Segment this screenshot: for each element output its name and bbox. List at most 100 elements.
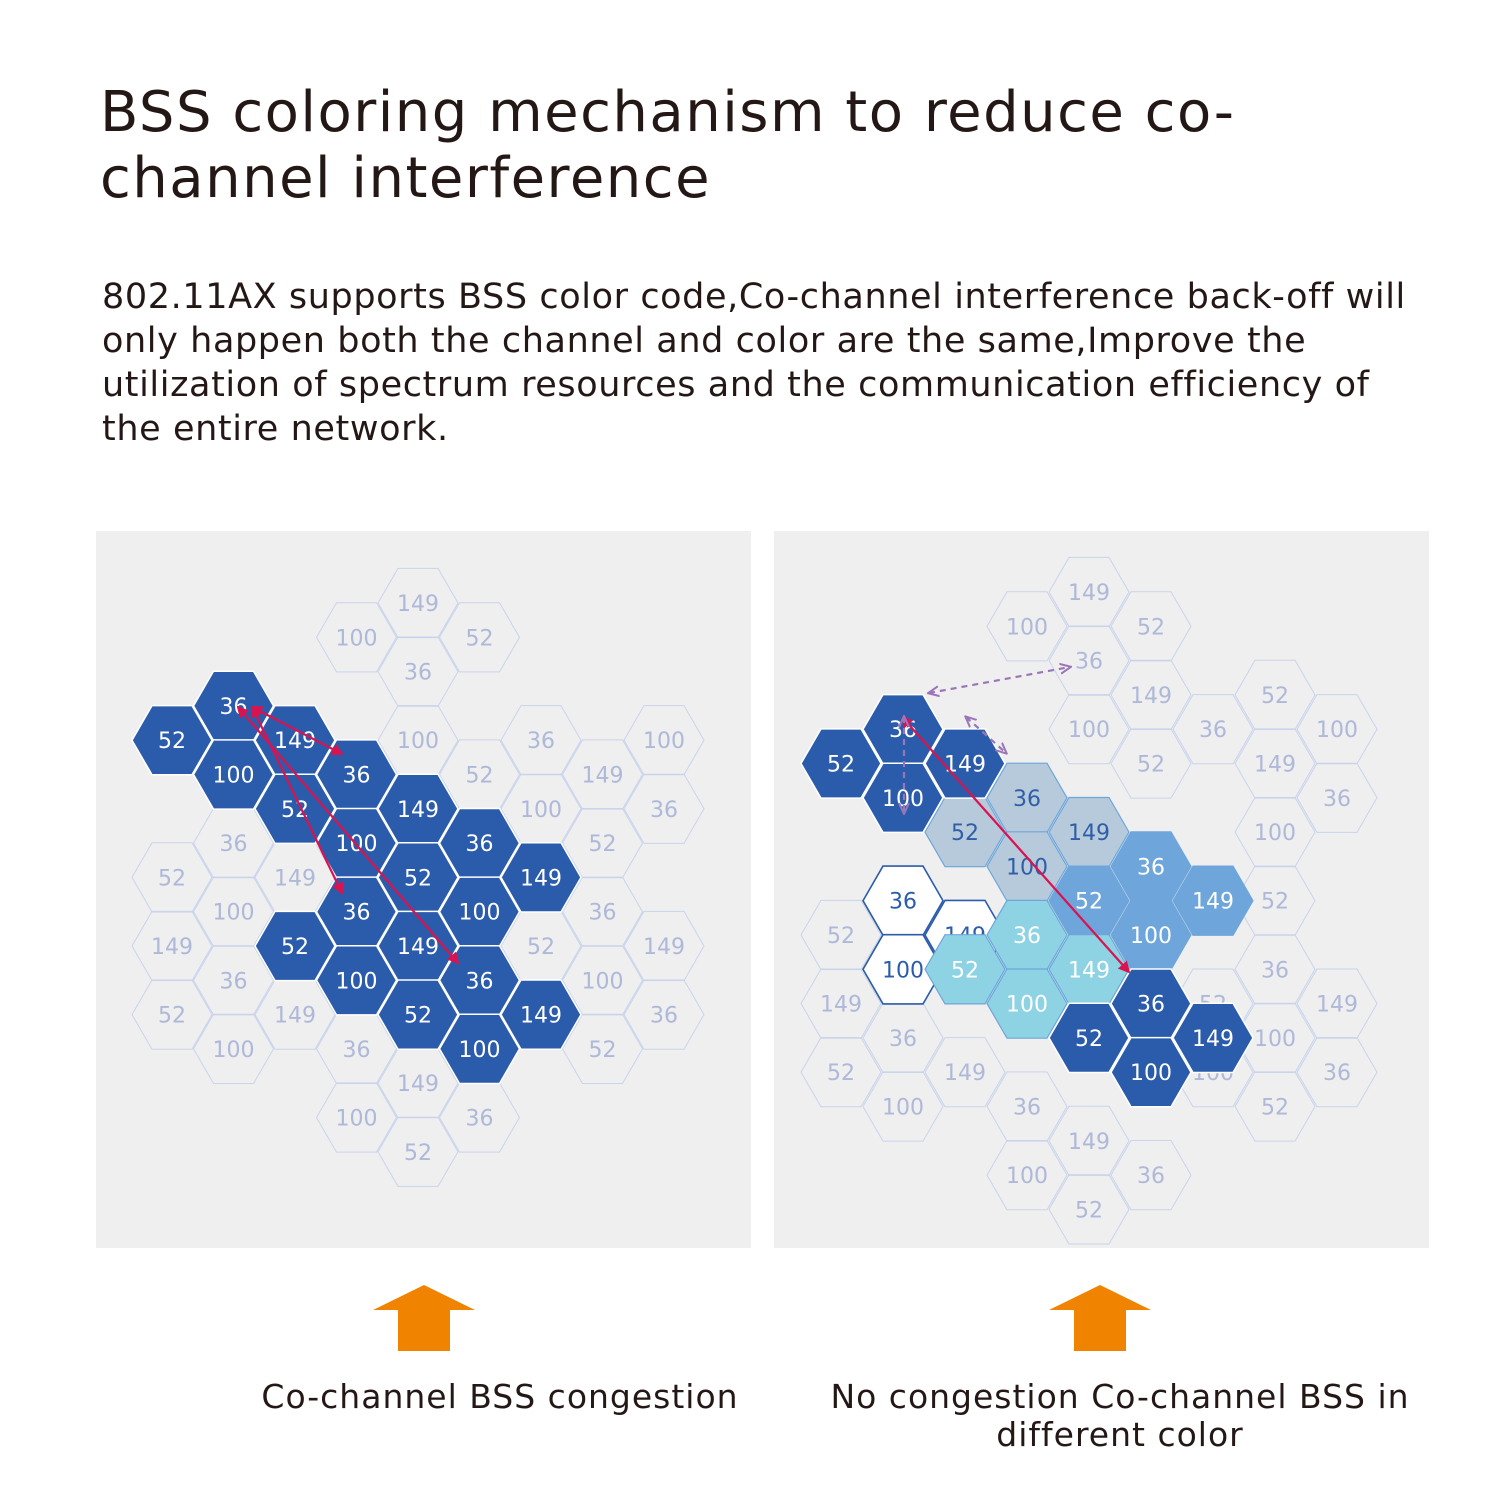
hex-cell-faint: 52	[377, 1116, 459, 1187]
hex-shape	[438, 1013, 521, 1085]
hex-channel-label: 52	[281, 798, 309, 823]
hex-channel-label: 149	[397, 1072, 439, 1097]
hex-channel-label: 52	[158, 866, 186, 891]
hex-shape	[1048, 1174, 1130, 1245]
hex-shape	[131, 979, 213, 1050]
hex-channel-label: 36	[527, 729, 555, 754]
hex-cell-faint: 52	[131, 842, 213, 913]
hex-cell-faint: 52	[1234, 659, 1316, 730]
hex-channel-label: 149	[274, 1004, 316, 1029]
hex-channel-label: 36	[650, 1004, 678, 1029]
hex-channel-label: 100	[582, 969, 624, 994]
hex-cell-faint: 36	[623, 773, 705, 844]
hex-channel-label: 52	[404, 1004, 432, 1029]
hex-channel-label: 149	[1068, 821, 1110, 846]
hex-channel-label: 52	[1261, 684, 1289, 709]
hex-shape	[800, 1037, 882, 1108]
hex-channel-label: 149	[944, 1061, 986, 1086]
hex-channel-label: 52	[1261, 1096, 1289, 1121]
hex-channel-label: 36	[466, 832, 494, 857]
hex-channel-label: 36	[1075, 650, 1103, 675]
description-paragraph: 802.11AX supports BSS color code,Co-chan…	[102, 277, 1406, 449]
hex-shape	[1048, 1002, 1130, 1074]
hex-channel-label: 149	[1068, 581, 1110, 606]
hex-channel-label: 149	[274, 729, 316, 754]
interference-arrow	[236, 705, 460, 965]
hex-channel-label: 149	[151, 935, 193, 960]
hex-channel-label: 36	[1323, 1061, 1351, 1086]
hex-cell-faint: 100	[315, 1082, 398, 1153]
hex-cell-faint: 100	[623, 705, 705, 776]
hex-cell-faint: 149	[561, 739, 644, 810]
hex-channel-label: 52	[1137, 753, 1165, 778]
hex-channel-label: 100	[1316, 718, 1358, 743]
hex-cell-faint: 52	[438, 602, 521, 673]
hex-shape	[438, 602, 521, 673]
hex-channel-label: 100	[459, 901, 501, 926]
hex-cell-faint: 149	[924, 1037, 1006, 1108]
hex-channel-label: 36	[343, 1038, 371, 1063]
hex-channel-label: 52	[827, 1061, 855, 1086]
hex-channel-label: 36	[1137, 1164, 1165, 1189]
hex-cell-faint: 36	[377, 636, 459, 707]
hex-channel-label: 36	[1137, 993, 1165, 1018]
hex-cell-cyan: 100	[986, 968, 1068, 1039]
hex-shape	[1110, 1140, 1192, 1211]
hex-cell-dark: 36	[438, 944, 521, 1016]
hex-shape	[986, 591, 1068, 662]
hex-channel-label: 149	[397, 798, 439, 823]
hex-channel-label: 149	[944, 753, 986, 778]
no-interference-dashed-arrow	[966, 717, 1006, 753]
hex-channel-label: 52	[466, 626, 494, 651]
left-caption: Co-channel BSS congestion	[261, 1377, 739, 1416]
hex-channel-label: 52	[527, 935, 555, 960]
hex-channel-label: 100	[520, 798, 562, 823]
hex-channel-label: 52	[281, 935, 309, 960]
hex-channel-label: 52	[404, 866, 432, 891]
hex-channel-label: 36	[343, 764, 371, 789]
hex-channel-label: 149	[397, 592, 439, 617]
hex-shape	[1234, 1071, 1316, 1142]
hex-channel-label: 149	[1068, 1130, 1110, 1155]
hex-channel-label: 100	[1006, 1164, 1048, 1189]
hex-channel-label: 36	[220, 969, 248, 994]
hex-channel-label: 36	[1013, 924, 1041, 949]
hex-cell-faint: 36	[623, 979, 705, 1050]
hex-cell-faint: 100	[500, 773, 582, 844]
hex-cell-dark: 100	[438, 1013, 521, 1085]
hex-channel-label: 36	[1013, 1096, 1041, 1121]
hex-channel-label: 52	[1075, 1198, 1103, 1223]
hex-cell-faint: 36	[1172, 694, 1254, 765]
hex-cell-faint: 149	[377, 567, 459, 639]
hex-cell-dark: 52	[131, 704, 213, 776]
hex-channel-label: 100	[336, 969, 378, 994]
hex-shape	[315, 1082, 398, 1153]
hex-cell-dark: 149	[500, 842, 582, 913]
hex-channel-label: 149	[1068, 958, 1110, 983]
hex-shape	[623, 773, 705, 844]
hex-channel-label: 52	[1075, 1027, 1103, 1052]
hex-channel-label: 100	[1006, 615, 1048, 640]
hex-channel-label: 52	[1075, 890, 1103, 915]
hex-shape	[1110, 1036, 1192, 1108]
hex-channel-label: 149	[397, 935, 439, 960]
hex-channel-label: 100	[1254, 1027, 1296, 1052]
hex-channel-label: 100	[336, 626, 378, 651]
hex-channel-label: 52	[466, 764, 494, 789]
hex-channel-label: 149	[643, 935, 685, 960]
hex-channel-label: 149	[1316, 993, 1358, 1018]
hex-channel-label: 36	[343, 901, 371, 926]
hex-channel-label: 36	[889, 1027, 917, 1052]
hex-channel-label: 100	[1006, 855, 1048, 880]
hex-cell-faint: 100	[561, 945, 644, 1016]
hex-shape	[131, 704, 213, 776]
hex-channel-label: 36	[1323, 787, 1351, 812]
hex-cell-dark: 36	[438, 807, 521, 879]
hex-channel-label: 100	[882, 958, 924, 983]
hex-cell-faint: 149	[623, 910, 705, 982]
hex-channel-label: 100	[1130, 1061, 1172, 1086]
hex-cell-faint: 52	[561, 1013, 644, 1084]
hex-channel-label: 36	[1261, 958, 1289, 983]
orange-up-arrow-icon	[373, 1285, 475, 1351]
